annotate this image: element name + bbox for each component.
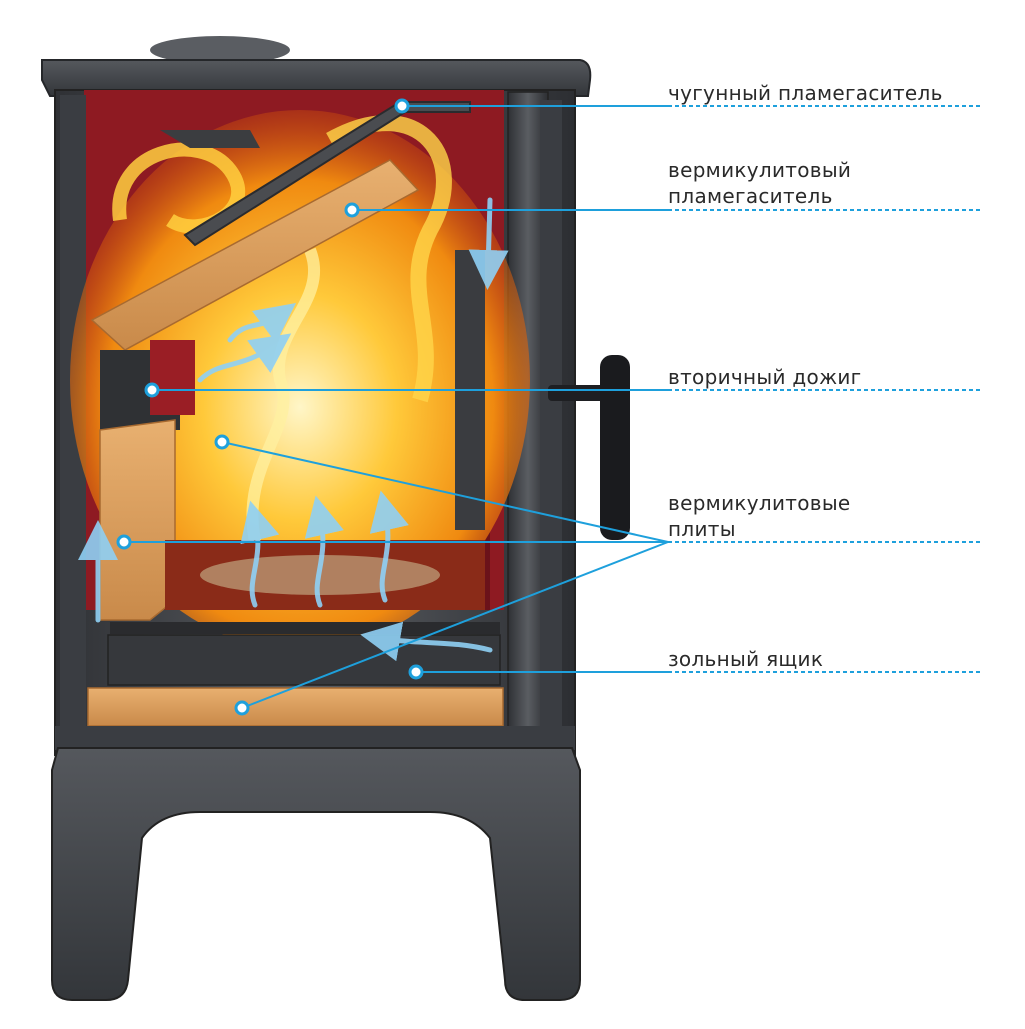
door-edge [540, 100, 562, 745]
door-handle [600, 355, 630, 540]
label-vermiculite-plates-line2: плиты [668, 517, 736, 541]
airflow-arrows [78, 197, 509, 662]
top-cover [150, 36, 290, 64]
label-secondary-combustion: вторичный дожиг [668, 364, 862, 390]
stove-stand [51, 747, 581, 1001]
label-cast-iron-baffle-text: чугунный пламегаситель [668, 81, 943, 105]
label-vermiculite-plates: вермикулитовые плиты [668, 490, 851, 542]
label-vermiculite-plates-line1: вермикулитовые [668, 491, 851, 515]
vermiculite-plate-left [99, 419, 176, 621]
flame-tongue-2 [246, 247, 321, 562]
base-frame [55, 726, 575, 750]
label-cast-iron-baffle: чугунный пламегаситель [668, 80, 943, 106]
vermiculite-plate-bottom [87, 687, 504, 727]
label-ash-box-text: зольный ящик [668, 647, 824, 671]
cast-iron-baffle [160, 130, 260, 148]
label-vermiculite-baffle: вермикулитовый пламегаситель [668, 157, 851, 209]
vermiculite-baffle [90, 159, 420, 351]
flame-tongue [326, 115, 452, 403]
grate [110, 622, 500, 634]
label-ash-box: зольный ящик [668, 646, 823, 672]
callout-markers [116, 98, 424, 716]
leader-lines [124, 105, 980, 709]
door-handle-bar [548, 385, 608, 401]
flames [70, 110, 530, 650]
label-vermiculite-baffle-line1: вермикулитовый [668, 158, 852, 182]
secondary-combustion-red [150, 340, 195, 415]
label-secondary-combustion-text: вторичный дожиг [668, 365, 862, 389]
label-vermiculite-baffle-line2: пламегаситель [668, 184, 833, 208]
